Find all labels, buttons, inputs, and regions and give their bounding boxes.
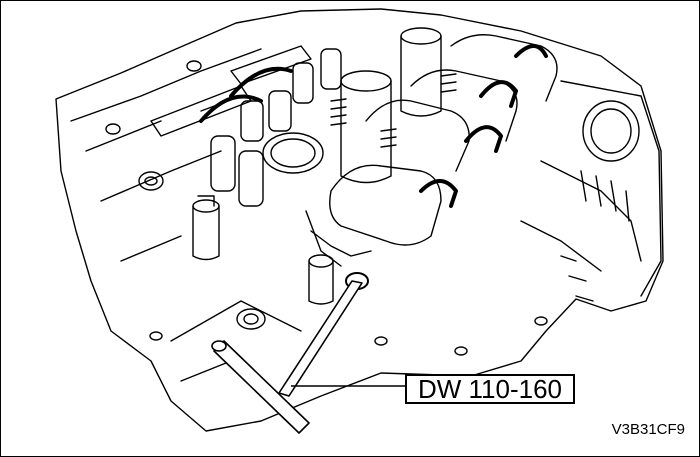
t-handle-tool-icon [211,272,369,434]
tool-label: DW 110-160 [405,374,575,404]
figure-code: V3B31CF9 [611,421,685,438]
head-outline [55,8,664,432]
